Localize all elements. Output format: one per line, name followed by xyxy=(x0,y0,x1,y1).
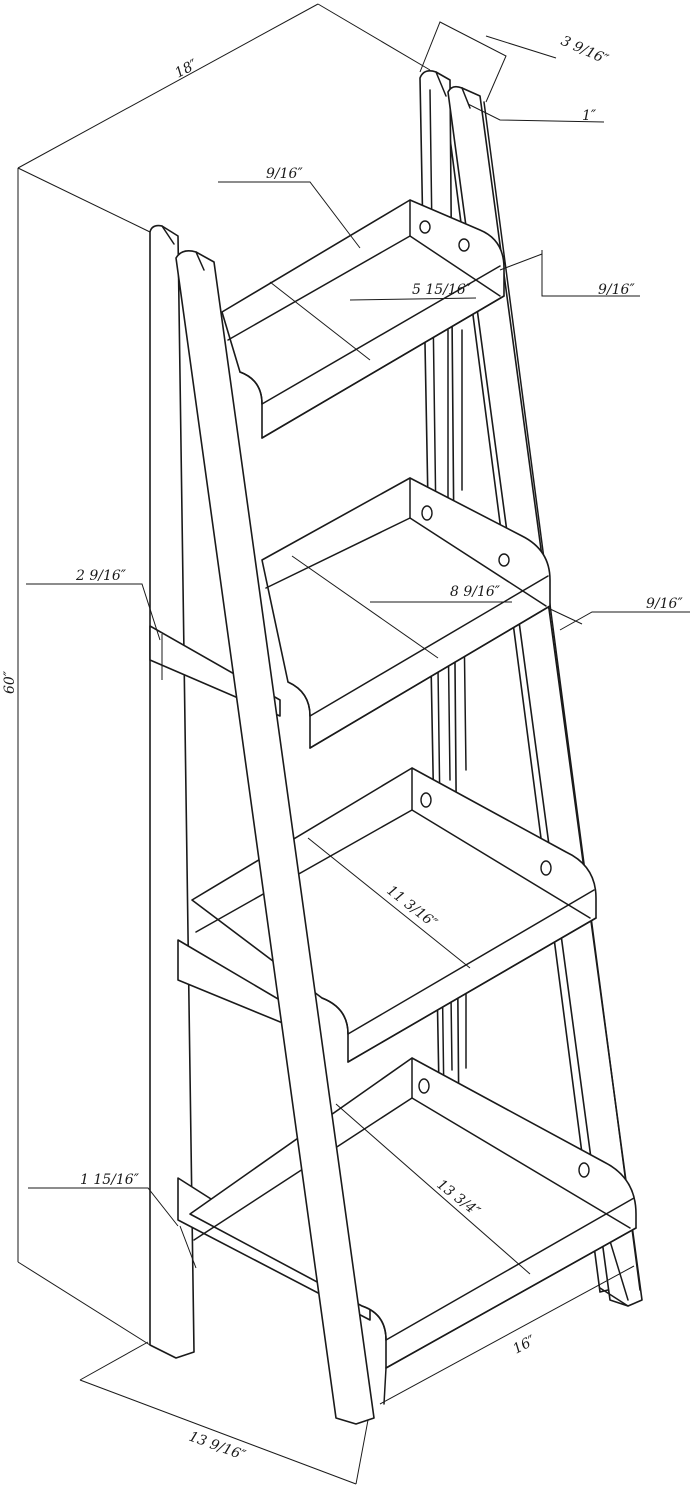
dim-shelf1-lip: 9/16″ xyxy=(266,166,303,182)
shelf-4 xyxy=(189,1057,637,1405)
dim-shelf2-depth: 8 9/16″ xyxy=(450,584,501,600)
dim-base-width: 16″ xyxy=(510,1332,539,1357)
dim-base-depth: 13 9/16″ xyxy=(187,1429,249,1464)
front-left-leg xyxy=(175,250,375,1425)
dim-shelf2-side: 9/16″ xyxy=(646,596,683,612)
dim-leg-thickness: 1″ xyxy=(582,108,597,124)
shelf-2 xyxy=(261,477,551,749)
left-back-leg xyxy=(149,224,195,1359)
dim-depth-top: 3 9/16″ xyxy=(558,33,611,68)
dim-width-top: 18″ xyxy=(172,56,201,81)
dim-bottom-rail: 1 15/16″ xyxy=(80,1172,140,1188)
dim-shelf1-side: 9/16″ xyxy=(598,282,635,298)
dim-rail-height: 2 9/16″ xyxy=(75,568,127,584)
dimension-labels: 18″ 3 9/16″ 1″ 60″ 9/16″ 5 15/16″ 9/16″ … xyxy=(2,33,683,1464)
dimension-lines xyxy=(17,3,690,1485)
dim-shelf1-depth: 5 15/16″ xyxy=(412,282,472,298)
dim-height: 60″ xyxy=(2,670,18,694)
shelf-1 xyxy=(221,199,505,439)
right-side-rails xyxy=(447,85,643,1307)
